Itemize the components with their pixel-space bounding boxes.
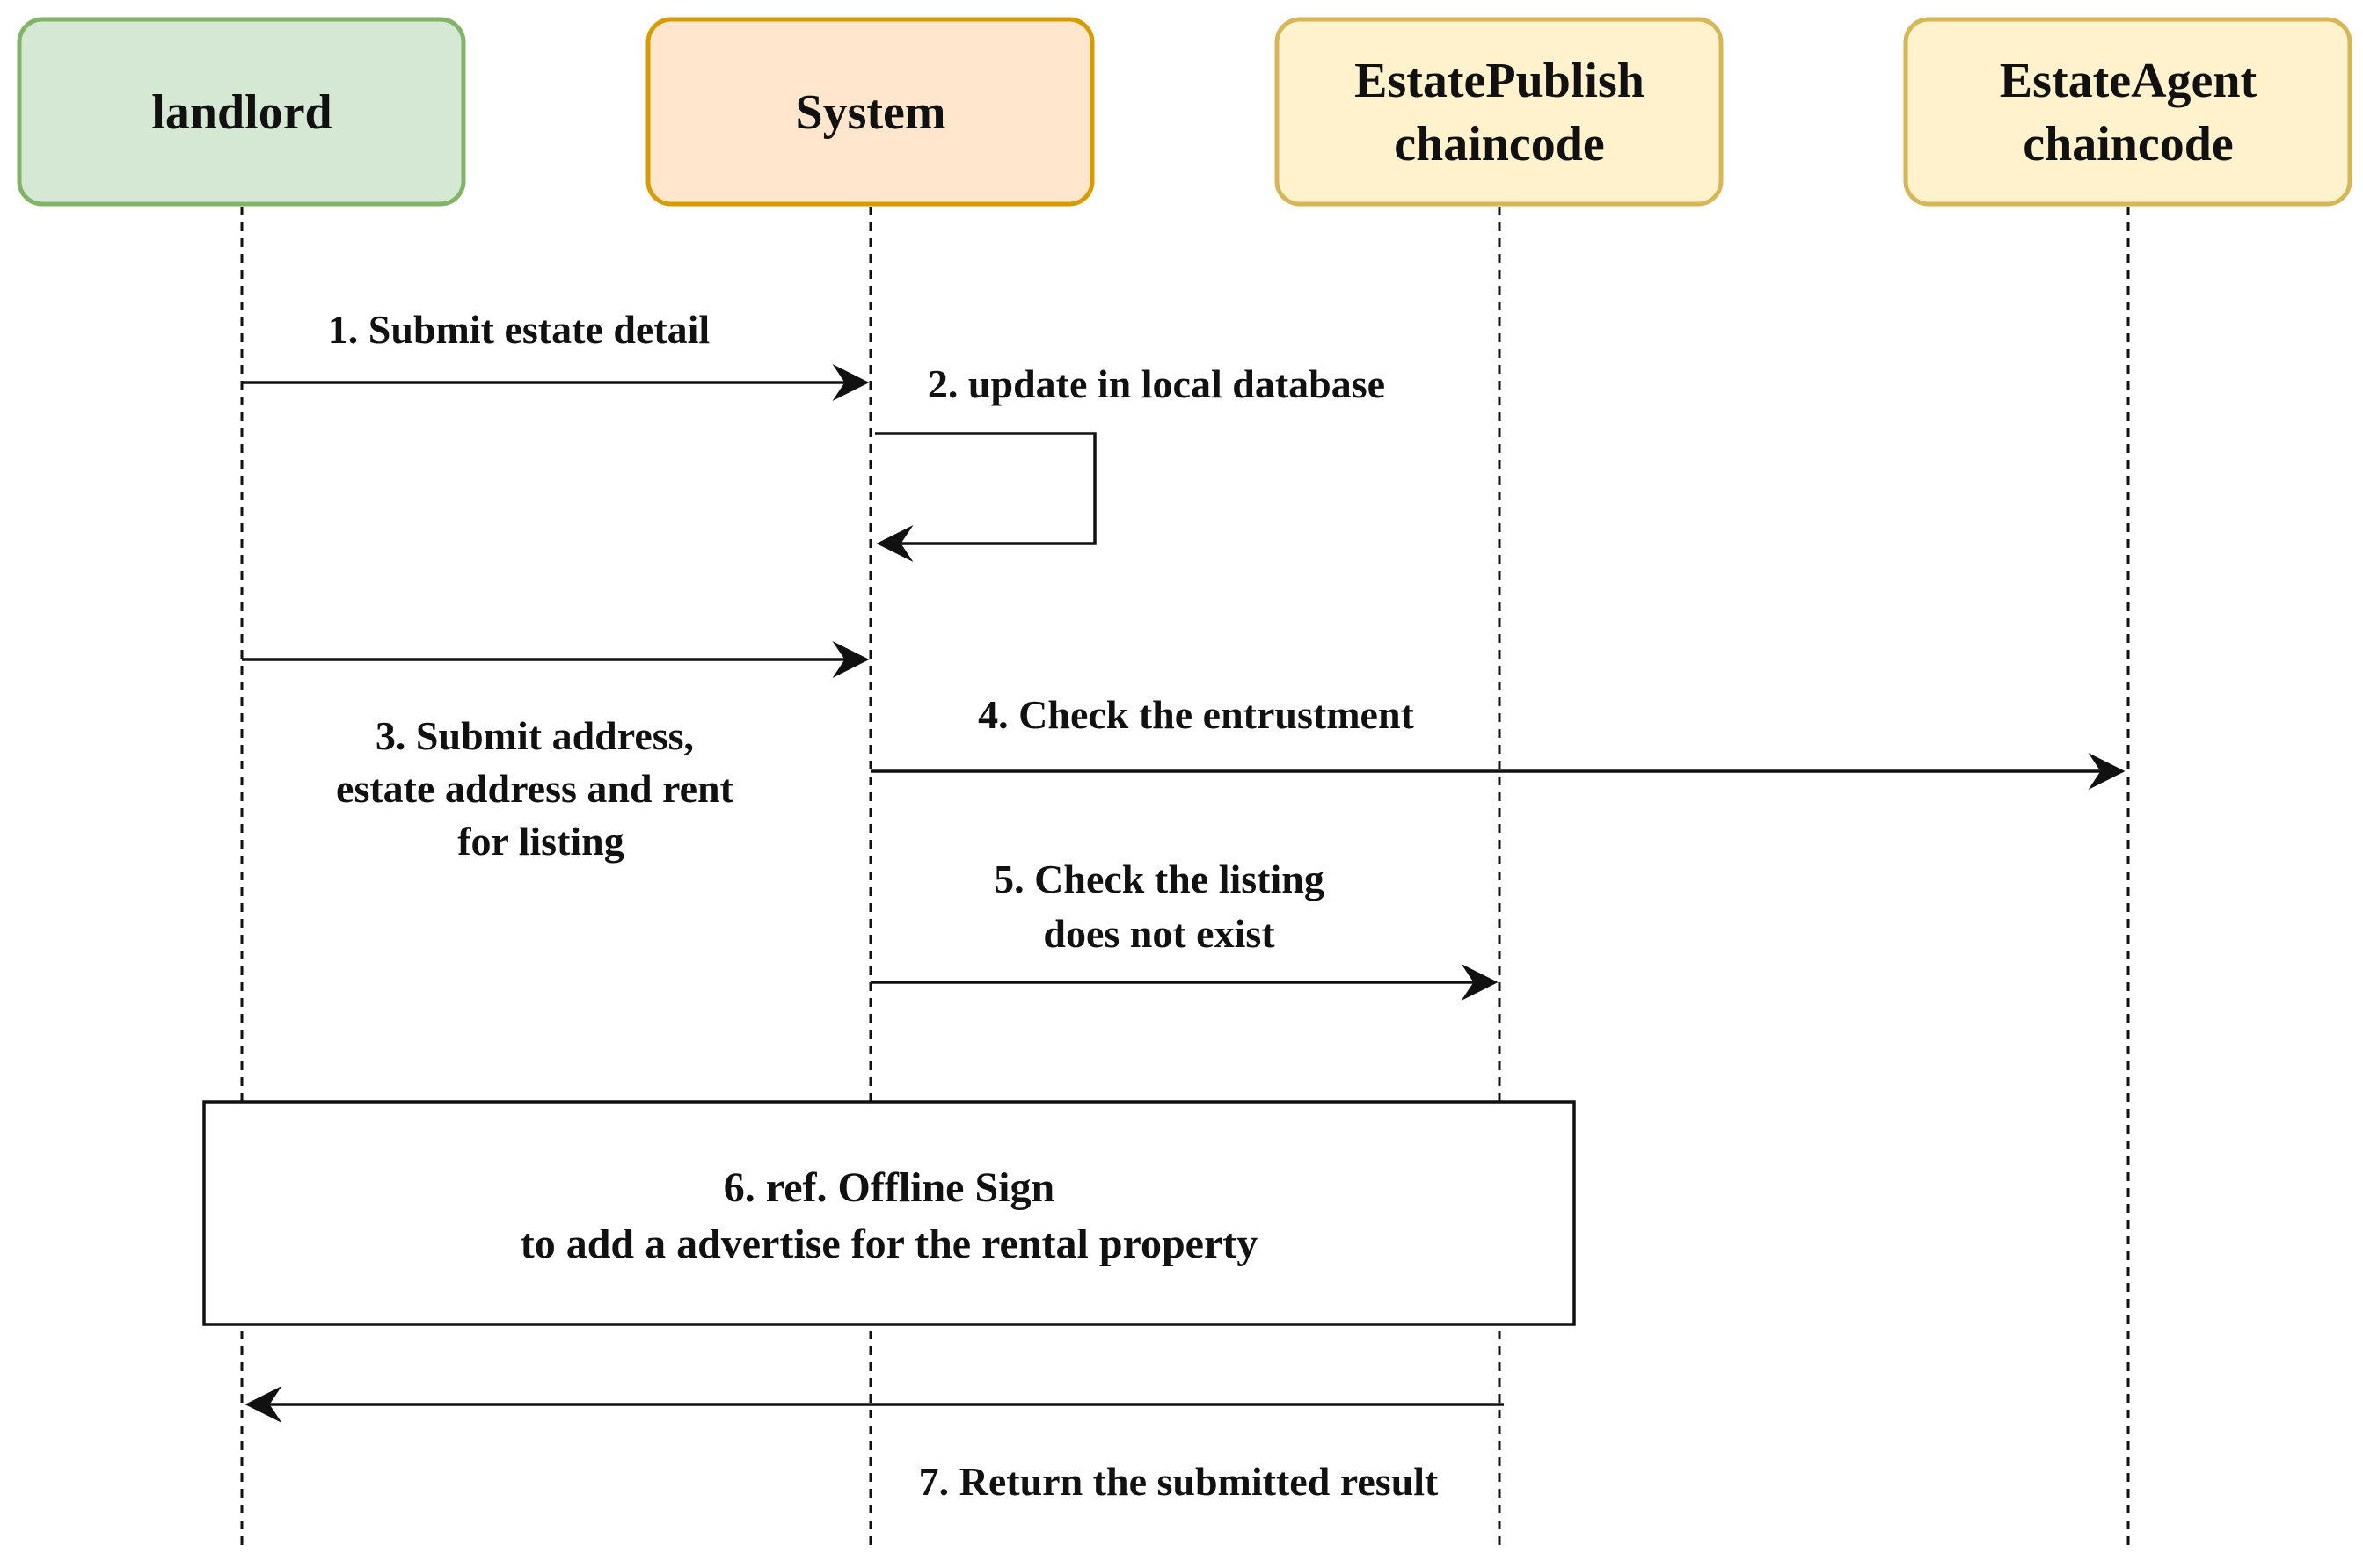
message-5: 5. Check the listing does not exist [871,857,1499,1001]
message-4: 4. Check the entrustment [871,692,2126,790]
message-label: 4. Check the entrustment [978,692,1414,737]
message-2: 2. update in local database [875,361,1385,562]
actor-label-line2: chaincode [2023,117,2234,171]
ref-box [202,1100,1576,1326]
message-label-line2: estate address and rent [336,766,734,811]
message-label-line3: for listing [457,819,624,864]
message-3: 3. Submit address, estate address and re… [242,641,870,864]
actor-box [17,17,466,207]
message-label-line2: does not exist [1043,911,1275,956]
message-label: 2. update in local database [928,361,1385,406]
ref-fragment-offline-sign: 6. ref. Offline Sign to add a advertise … [202,1100,1576,1326]
message-label: 7. Return the submitted result [919,1459,1439,1504]
actor-label-line2: chaincode [1394,117,1605,171]
message-7: 7. Return the submitted result [244,1386,1504,1504]
lifelines [240,207,2130,1548]
actor-box [1274,17,1724,207]
message-arrow [875,432,1097,562]
actor-box [1903,17,2352,207]
actor-box [645,17,1095,207]
actor-label: landlord [151,85,332,140]
actor-landlord: landlord [17,17,466,207]
ref-label-line2: to add a advertise for the rental proper… [521,1221,1258,1267]
actor-label: System [795,85,945,140]
message-label-line1: 3. Submit address, [376,713,694,758]
message-label-line1: 5. Check the listing [994,857,1324,901]
ref-label-line1: 6. ref. Offline Sign [724,1164,1054,1211]
actor-estateagent-chaincode: EstateAgent chaincode [1903,17,2352,207]
message-label: 1. Submit estate detail [328,307,710,352]
actor-label-line1: EstateAgent [2000,54,2257,108]
message-1: 1. Submit estate detail [242,307,870,401]
actor-system: System [645,17,1095,207]
actor-label-line1: EstatePublish [1354,54,1645,108]
actor-estatepublish-chaincode: EstatePublish chaincode [1274,17,1724,207]
